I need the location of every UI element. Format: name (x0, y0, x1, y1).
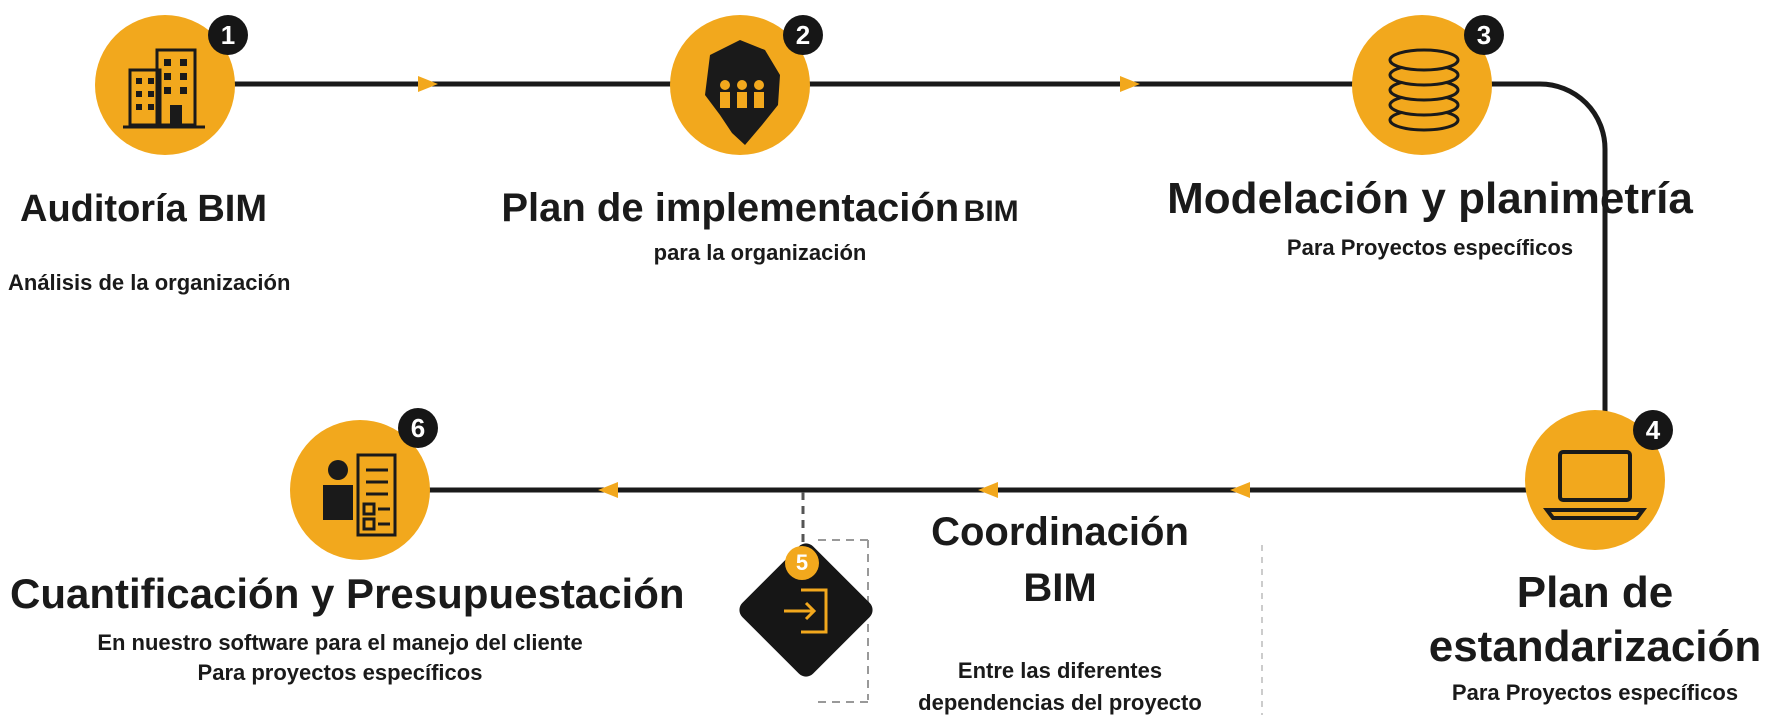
step-3-subtitle: Para Proyectos específicos (1286, 235, 1574, 260)
step-5-number-badge: 5 (785, 546, 819, 580)
buildings-icon (123, 48, 205, 129)
laptop-icon (1543, 450, 1647, 520)
step-5-subtitle-line1: Entre las diferentes (957, 658, 1163, 683)
step-2-subtitle: para la organización (653, 240, 867, 265)
flow-arrow-right-icon (418, 76, 438, 92)
step-6-number-badge: 6 (398, 408, 438, 448)
flow-arrow-right-icon (1120, 76, 1140, 92)
step-2-title-suffix: BIM (963, 195, 1019, 228)
flow-arrow-left-icon (598, 482, 618, 498)
step-3-title: Modelación y planimetría (1167, 174, 1693, 223)
coins-stack-icon (1388, 48, 1460, 132)
flow-arrow-left-icon (978, 482, 998, 498)
step-6-subtitle-line1: En nuestro software para el manejo del c… (97, 630, 583, 655)
step-2-title-group: Plan de implementación BIM (480, 186, 1040, 231)
step-2-number-badge: 2 (783, 15, 823, 55)
step-5-title-line2: BIM (1023, 566, 1097, 610)
step-2-title: Plan de implementación (501, 186, 960, 230)
colombia-map-people-icon (705, 40, 780, 145)
step-4-subtitle: Para Proyectos específicos (1451, 680, 1739, 705)
flow-arrow-left-icon (1230, 482, 1250, 498)
step-4-title-line1: Plan de (1516, 568, 1674, 617)
step-6-title: Cuantificación y Presupuestación (10, 570, 685, 617)
person-checklist-icon (323, 453, 397, 537)
step-4-title-line2: estandarización (1428, 622, 1762, 671)
step-1-subtitle: Análisis de la organización (8, 270, 291, 295)
step-5-subtitle-line2: dependencias del proyecto (918, 690, 1202, 715)
step-4-number-badge: 4 (1633, 410, 1673, 450)
step-2-circle (670, 15, 810, 155)
step-1-number-badge: 1 (208, 15, 248, 55)
step-5-title-line1: Coordinación (931, 510, 1189, 554)
step-1-title: Auditoría BIM (20, 188, 267, 230)
step-6-subtitle-line2: Para proyectos específicos (197, 660, 483, 685)
login-arrow-icon (784, 588, 828, 634)
step-3-number-badge: 3 (1464, 15, 1504, 55)
